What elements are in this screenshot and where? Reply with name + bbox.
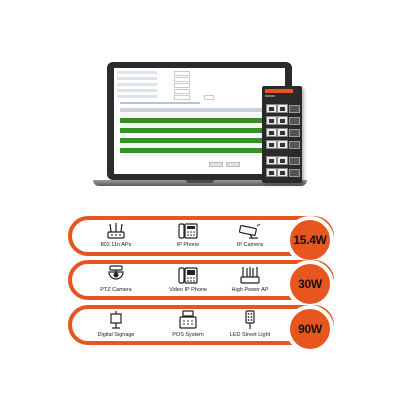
ui-row (117, 71, 157, 74)
switch-model-label (265, 95, 275, 97)
device-label: 802.11n APs (100, 242, 132, 248)
ui-field (174, 71, 190, 76)
high-power-ap-icon (240, 267, 260, 284)
ethernet-port (266, 104, 277, 113)
device-item: PTZ Camera (86, 265, 146, 293)
ui-table-row (120, 148, 262, 153)
device-label: IP Camera (236, 242, 264, 248)
sfp-port (289, 141, 300, 149)
power-badge: 30W (286, 260, 334, 308)
ptz-camera-icon (108, 265, 124, 280)
ethernet-port (266, 168, 277, 177)
wifi-access-point-icon (107, 223, 125, 239)
device-label: IP Phone (176, 242, 200, 248)
video-ip-phone-icon (178, 267, 198, 284)
ethernet-port (277, 140, 288, 149)
ui-table-row (120, 118, 262, 123)
power-rating: 15.4W (293, 233, 327, 247)
power-tier-capsule: Digital Signage POS System LED Street Li… (68, 305, 334, 353)
ui-field (204, 95, 214, 100)
ethernet-port (266, 140, 277, 149)
power-tier-capsule: PTZ Camera Video IP Phone High Power AP … (68, 260, 334, 308)
power-tier-capsule: 802.11n APs IP Phone IP Camera 15.4W (68, 216, 334, 264)
led-street-light-icon (245, 310, 255, 329)
device-item: Video IP Phone (158, 265, 218, 293)
device-item: LED Street Light (220, 310, 280, 338)
ui-field (174, 95, 190, 100)
digital-signage-icon (110, 311, 122, 329)
device-label: Video IP Phone (168, 287, 208, 293)
device-label: PTZ Camera (100, 287, 132, 293)
device-item: POS System (158, 310, 218, 338)
ui-row (117, 89, 157, 92)
ui-apply-button[interactable] (209, 162, 223, 167)
sfp-port (289, 169, 300, 177)
sfp-port (289, 157, 300, 165)
sfp-port (289, 117, 300, 125)
ui-table-row (120, 133, 262, 138)
power-badge: 90W (286, 305, 334, 353)
pos-system-icon (179, 310, 197, 329)
device-item: IP Camera (220, 222, 280, 248)
ip-phone-icon (178, 223, 198, 239)
ui-note (120, 102, 200, 104)
device-label: LED Street Light (229, 332, 271, 338)
ui-row (117, 77, 157, 80)
ethernet-port (277, 116, 288, 125)
power-rating: 90W (298, 322, 322, 336)
device-label: High Power AP (231, 287, 269, 293)
ethernet-port (266, 128, 277, 137)
sfp-port (289, 129, 300, 137)
ui-row (117, 83, 157, 86)
ethernet-port (277, 128, 288, 137)
laptop-screen (107, 62, 292, 180)
ethernet-port (277, 104, 288, 113)
ui-table-row (120, 143, 262, 148)
device-label: POS System (172, 332, 204, 338)
device-item: Digital Signage (86, 310, 146, 338)
ui-table-row (120, 153, 262, 158)
ethernet-port (266, 156, 277, 165)
laptop-base (93, 180, 307, 186)
ui-table-row (120, 128, 262, 133)
ui-table-row (120, 138, 262, 143)
device-item: High Power AP (220, 265, 280, 293)
device-item: IP Phone (158, 222, 218, 248)
switch-brand-label (265, 89, 293, 93)
ethernet-port (266, 116, 277, 125)
poe-management-ui (114, 68, 285, 174)
device-item: 802.11n APs (86, 222, 146, 248)
power-badge: 15.4W (286, 216, 334, 264)
ui-field (174, 83, 190, 88)
power-rating: 30W (298, 277, 322, 291)
ethernet-port (277, 168, 288, 177)
ui-refresh-button[interactable] (226, 162, 240, 167)
device-label: Digital Signage (97, 332, 135, 338)
ui-field (174, 77, 190, 82)
ip-camera-icon (238, 223, 261, 239)
ui-table-row (120, 123, 262, 128)
ethernet-port (277, 156, 288, 165)
ui-table-header (120, 108, 262, 112)
sfp-port (289, 105, 300, 113)
laptop-notch (186, 180, 214, 183)
ui-table-row (120, 113, 262, 118)
ui-row (117, 95, 157, 98)
ui-field (174, 89, 190, 94)
